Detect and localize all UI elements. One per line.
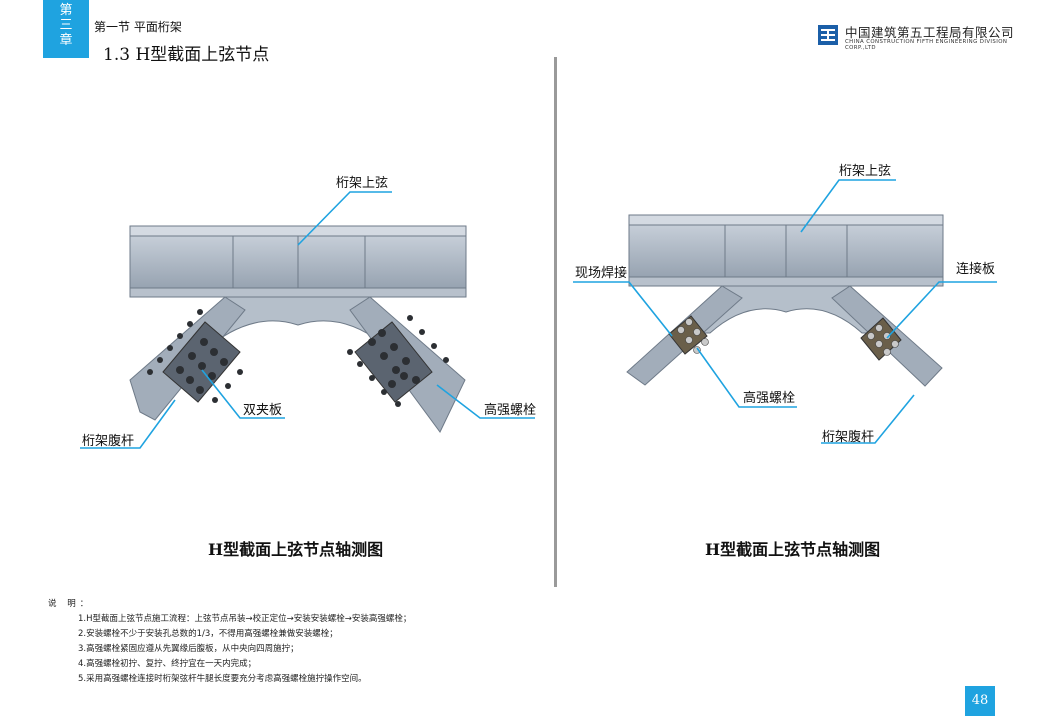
splice-plate-right [347,315,449,407]
page-number: 48 [965,686,995,716]
company-name-cn: 中国建筑第五工程局有限公司 [845,25,1015,40]
company-logo [818,25,838,45]
chapter-char: 章 [59,33,73,48]
label-hs-bolt-right: 高强螺栓 [743,391,796,406]
right-node-illustration [573,179,997,444]
chapter-tab: 第 三 章 [43,0,89,58]
splice-plate-left [147,309,243,403]
chapter-char: 第 [59,3,73,18]
note-item: 3.高强螺栓紧固应遵从先翼缘后腹板，从中央向四周施拧； [78,644,299,654]
note-item: 5.采用高强螺栓连接时桁架弦杆牛腿长度要充分考虑高强螺栓施拧操作空间。 [78,674,367,684]
label-connection-plate: 连接板 [956,262,996,277]
weld-connection [668,315,709,355]
label-web-member-left: 桁架腹杆 [82,434,135,449]
note-item: 1.H型截面上弦节点施工流程：上弦节点吊装→校正定位→安装安装螺栓→安装高强螺栓… [78,614,412,624]
section-label: 第一节 平面桁架 [94,20,182,34]
construction-notes: 说 明： 1.H型截面上弦节点施工流程：上弦节点吊装→校正定位→安装安装螺栓→安… [48,597,411,687]
page-title: 1.3 H型截面上弦节点 [103,45,270,65]
company-name-en: CHINA CONSTRUCTION FIFTH ENGINEERING DIV… [845,39,1008,51]
label-top-chord-right: 桁架上弦 [839,164,892,179]
label-hs-bolt-left: 高强螺栓 [484,403,537,418]
note-item: 4.高强螺栓初拧、复拧、终拧宜在一天内完成； [78,659,257,669]
figure-divider [554,57,557,587]
left-node-illustration [80,191,535,449]
chapter-char: 三 [59,18,73,33]
connection-plate [860,317,902,361]
left-figure-caption: H型截面上弦节点轴测图 [208,540,384,559]
notes-heading: 说 明： [48,599,93,609]
label-web-member-right: 桁架腹杆 [822,430,875,445]
label-field-weld: 现场焊接 [575,266,628,281]
right-figure-caption: H型截面上弦节点轴测图 [705,540,881,559]
label-top-chord-left: 桁架上弦 [336,176,389,191]
label-splice-plate: 双夹板 [243,403,283,418]
note-item: 2.安装螺栓不少于安装孔总数的1/3，不得用高强螺栓兼做安装螺栓； [78,629,338,639]
